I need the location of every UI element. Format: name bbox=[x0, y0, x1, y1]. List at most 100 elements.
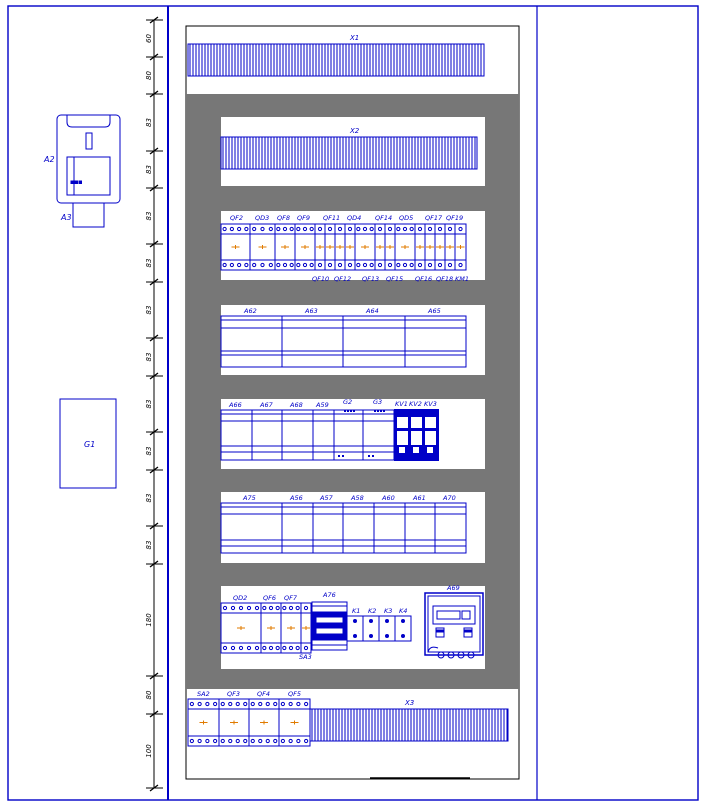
terminal-screw bbox=[189, 701, 194, 707]
terminal-screw bbox=[252, 226, 257, 232]
terminal-screw bbox=[377, 226, 383, 232]
dimension-tick-slash bbox=[149, 784, 159, 792]
relay-group bbox=[394, 409, 439, 461]
dimension-label: 180 bbox=[145, 613, 153, 627]
terminal-screw bbox=[280, 701, 285, 707]
terminal-screw bbox=[205, 701, 210, 707]
terminal-screw bbox=[280, 738, 285, 744]
terminal-screw bbox=[220, 701, 225, 707]
device-label-qd4: QD4 bbox=[347, 214, 361, 222]
terminal-screw bbox=[417, 262, 423, 268]
terminal-screw bbox=[275, 605, 280, 611]
device-label-a58: A58 bbox=[350, 494, 364, 502]
terminal-screw bbox=[377, 262, 383, 268]
dimension-label: 83 bbox=[145, 259, 153, 268]
terminal-screw bbox=[288, 701, 293, 707]
terminal-screw bbox=[243, 738, 248, 744]
device-label-k1: K1 bbox=[352, 607, 360, 615]
breaker-module bbox=[220, 602, 262, 654]
terminal-strip-x3 bbox=[309, 708, 509, 742]
relay-body bbox=[394, 615, 412, 642]
terminal-screw bbox=[396, 262, 401, 268]
terminal-screw bbox=[309, 226, 314, 232]
breaker-module bbox=[424, 223, 436, 271]
terminal-screw bbox=[237, 226, 242, 232]
terminal-screw bbox=[302, 262, 308, 268]
device-label-qf19: QF19 bbox=[446, 214, 463, 222]
device-label-qf6: QF6 bbox=[263, 594, 276, 602]
device-label-a60: A60 bbox=[381, 494, 395, 502]
terminal-screw bbox=[282, 262, 288, 268]
device-label-qf12: QF12 bbox=[334, 275, 351, 283]
device-label-a70: A70 bbox=[442, 494, 456, 502]
power-supply-box bbox=[59, 398, 117, 489]
terminal-screw bbox=[417, 226, 423, 232]
device-label-a75: A75 bbox=[242, 494, 256, 502]
terminal-screw bbox=[409, 226, 414, 232]
dimension-tick-slash bbox=[149, 147, 159, 155]
outer-frame bbox=[7, 5, 699, 801]
terminal-screw bbox=[246, 605, 252, 611]
terminal-screw bbox=[276, 226, 281, 232]
terminal-screw bbox=[427, 262, 433, 268]
terminal-screw bbox=[197, 738, 202, 744]
device-label-kv1: KV1 bbox=[395, 400, 408, 408]
device-label-a65: A65 bbox=[427, 307, 441, 315]
dimension-label: 80 bbox=[145, 690, 153, 699]
terminal-screw bbox=[197, 701, 202, 707]
relay-screw bbox=[369, 634, 373, 638]
breaker-module bbox=[344, 223, 356, 271]
terminal-screw bbox=[347, 226, 353, 232]
dimension-label: 60 bbox=[145, 34, 153, 43]
operator-panel-icon bbox=[56, 114, 121, 204]
terminal-strip-outline bbox=[309, 708, 509, 742]
dimension-label: 83 bbox=[145, 447, 153, 456]
dimension-label: 83 bbox=[145, 118, 153, 127]
device-label-qf9: QF9 bbox=[297, 214, 310, 222]
terminal-screw bbox=[273, 738, 278, 744]
terminal-screw bbox=[254, 645, 260, 651]
dimension-tick-slash bbox=[149, 90, 159, 98]
dimension-label: 83 bbox=[145, 541, 153, 550]
breaker-module bbox=[444, 223, 456, 271]
device-label-qf3: QF3 bbox=[227, 690, 240, 698]
device-label-qf14: QF14 bbox=[375, 214, 392, 222]
terminal-screw bbox=[317, 226, 323, 232]
device-label-qf7: QF7 bbox=[284, 594, 298, 602]
terminal-screw bbox=[409, 262, 414, 268]
dimension-tick-slash bbox=[149, 53, 159, 61]
breaker-module bbox=[248, 698, 280, 747]
breaker-module bbox=[220, 223, 251, 271]
terminal-screw bbox=[362, 262, 368, 268]
dimension-tick-slash bbox=[149, 372, 159, 380]
device-label-g2: G2 bbox=[343, 398, 352, 406]
terminal-screw bbox=[205, 738, 210, 744]
terminal-screw bbox=[244, 262, 249, 268]
relay-k-module bbox=[362, 615, 380, 642]
breaker-module bbox=[394, 223, 416, 271]
terminal-screw bbox=[250, 701, 255, 707]
device-label-qf16: QF16 bbox=[415, 275, 432, 283]
device-label-qf5: QF5 bbox=[288, 690, 301, 698]
device-label-k4: K4 bbox=[399, 607, 407, 615]
terminal-screw bbox=[282, 605, 287, 611]
relay-k-module bbox=[394, 615, 412, 642]
terminal-screw bbox=[238, 645, 244, 651]
terminal-screw bbox=[295, 645, 300, 651]
dimension-label: 83 bbox=[145, 400, 153, 409]
terminal-screw bbox=[387, 262, 393, 268]
terminal-screw bbox=[296, 262, 301, 268]
device-label-k3: K3 bbox=[384, 607, 392, 615]
breaker-module bbox=[280, 602, 302, 654]
breaker-rail-1 bbox=[220, 223, 467, 271]
dimension-tick-slash bbox=[149, 240, 159, 248]
device-label-qf17: QF17 bbox=[425, 214, 443, 222]
terminal-screw bbox=[230, 645, 236, 651]
terminal-label-x2: X2 bbox=[349, 127, 360, 135]
terminal-screw bbox=[260, 262, 265, 268]
terminal-screw bbox=[427, 226, 433, 232]
dimension-label: 100 bbox=[145, 744, 153, 758]
terminal-screw bbox=[213, 701, 218, 707]
terminal-screw bbox=[458, 226, 463, 232]
